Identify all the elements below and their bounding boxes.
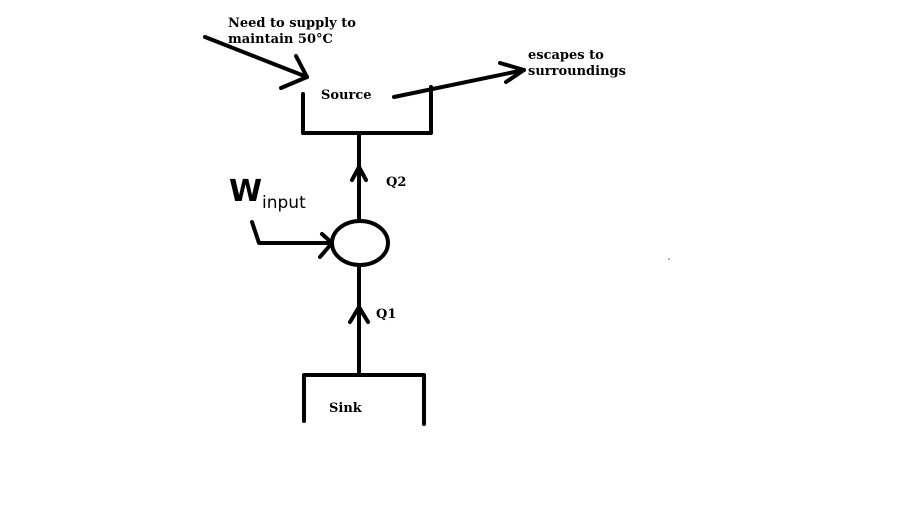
work-input-letter: W [229, 174, 262, 209]
work-input-subscript: input [262, 193, 306, 213]
q1-label: Q1 [376, 307, 396, 322]
stray-dot [668, 258, 670, 260]
escapes-label-line1: escapes to [528, 48, 604, 63]
sink-reservoir [302, 373, 426, 426]
supply-arrow [203, 35, 309, 90]
q2-arrow [350, 131, 368, 222]
sink-label: Sink [329, 401, 363, 416]
supply-label-line1: Need to supply to [228, 16, 356, 31]
heat-pump-circle [330, 219, 390, 267]
escapes-arrow [392, 61, 526, 99]
work-input-arrow [250, 220, 334, 259]
q1-arrow [348, 264, 370, 377]
q2-label: Q2 [386, 175, 406, 190]
source-reservoir [301, 85, 433, 135]
escapes-label-line2: surroundings [528, 64, 626, 79]
source-label: Source [321, 88, 372, 103]
supply-label-line2: maintain 50°C [228, 32, 333, 47]
